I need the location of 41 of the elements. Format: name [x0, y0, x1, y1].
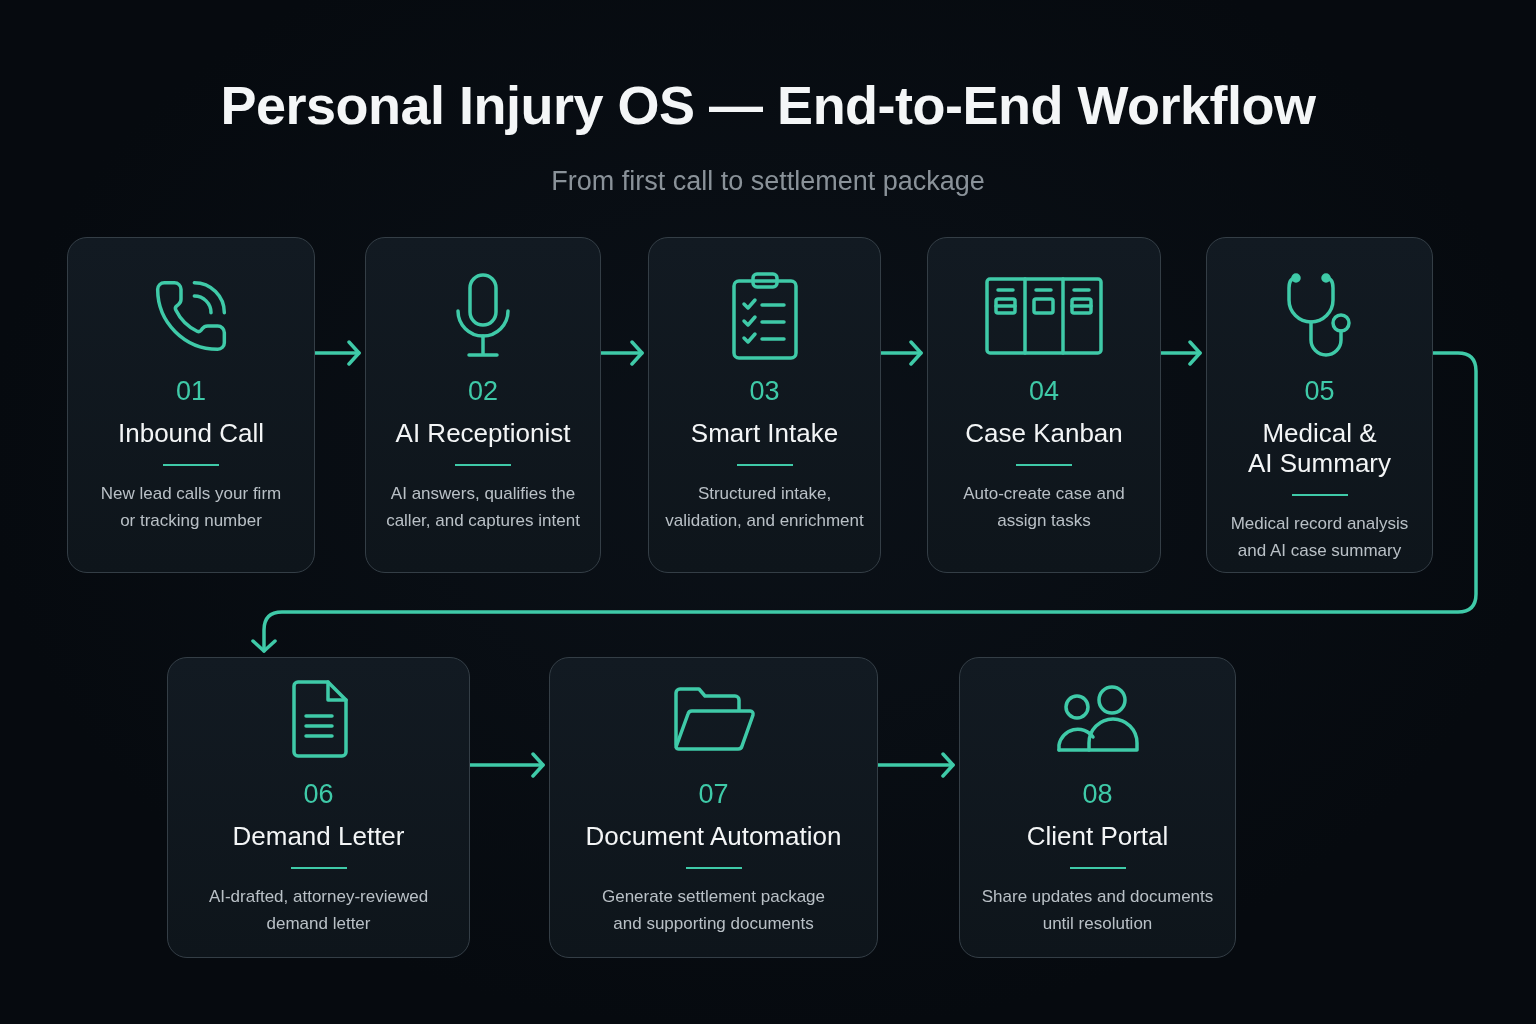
step-card [648, 237, 881, 573]
step-title: Demand Letter [232, 821, 405, 851]
page-title: Personal Injury OS — End-to-End Workflow [220, 74, 1316, 137]
step-title: Inbound Call [118, 418, 264, 448]
step-title: Client Portal [1026, 821, 1169, 851]
step-description: Share updates and documents until resolution [980, 886, 1215, 935]
step-number: 04 [1028, 376, 1059, 406]
step-card [1206, 237, 1433, 573]
step-number: 06 [303, 779, 334, 809]
arrow [468, 752, 545, 778]
step-description: AI answers, qualifies the caller, and captures intent [385, 483, 581, 532]
subtitle: From first call to settlement package [551, 165, 985, 198]
step-number: 07 [698, 779, 729, 809]
step-number: 02 [467, 376, 498, 406]
arrow [313, 340, 361, 366]
step-title: Case Kanban [965, 418, 1123, 448]
arrow [1159, 340, 1202, 366]
step-card [167, 657, 470, 958]
step-description: Auto-create case and assign tasks [962, 483, 1126, 532]
step-number: 08 [1082, 779, 1113, 809]
step-number: 03 [749, 376, 780, 406]
arrow [876, 752, 955, 778]
step-card [67, 237, 315, 573]
step-description: New lead calls your firm or tracking number [99, 483, 283, 532]
arrow [879, 340, 923, 366]
step-card [959, 657, 1236, 958]
step-number: 05 [1304, 376, 1335, 406]
step-title: Smart Intake [690, 418, 839, 448]
step-description: Structured intake, validation, and enrichment [664, 483, 865, 532]
step-title: Medical & AI Summary [1247, 418, 1392, 478]
step-title: Document Automation [585, 821, 842, 851]
step-card [927, 237, 1161, 573]
arrow [599, 340, 644, 366]
step-card [365, 237, 601, 573]
step-number: 01 [175, 376, 206, 406]
step-card [549, 657, 878, 958]
step-description: Generate settlement package and supporting documents [601, 886, 826, 935]
step-description: AI-drafted, attorney-reviewed demand letter [207, 886, 430, 935]
elbow-arrow [251, 351, 1478, 653]
step-title: AI Receptionist [395, 418, 571, 448]
step-description: Medical record analysis and AI case summary [1229, 513, 1410, 562]
